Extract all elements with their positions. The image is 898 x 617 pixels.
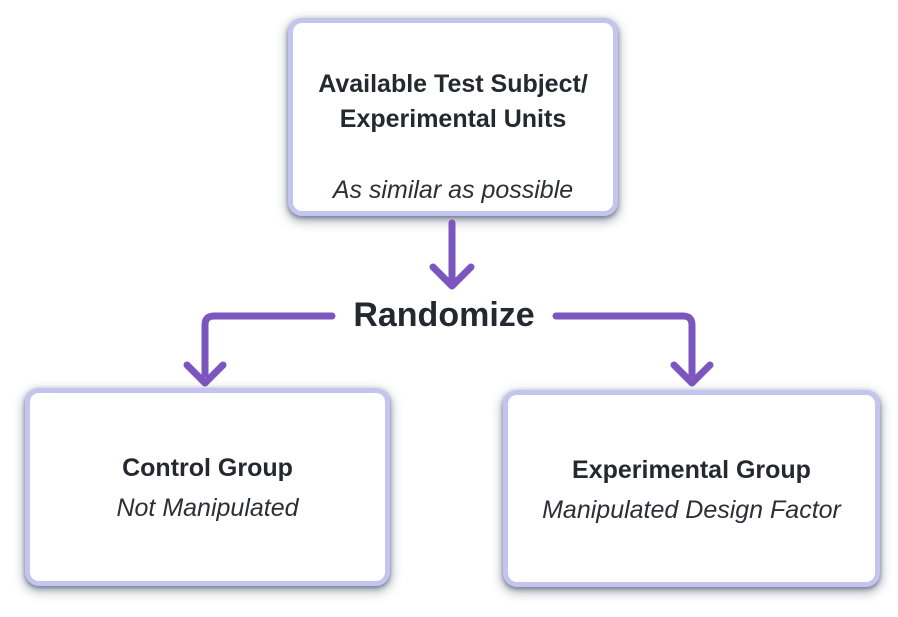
- control-group-box: Control Group Not Manipulated: [25, 388, 390, 586]
- control-group-title: Control Group: [122, 454, 293, 482]
- experimental-group-subtitle: Manipulated Design Factor: [542, 495, 841, 524]
- arrow-down-center-head-icon: [429, 263, 475, 290]
- available-units-title: Available Test Subject/ Experimental Uni…: [318, 70, 588, 133]
- experimental-group-title: Experimental Group: [572, 455, 811, 484]
- arrow-right-branch-shaft-icon: [552, 312, 696, 378]
- experimental-group-box: Experimental Group Manipulated Design Fa…: [503, 390, 880, 587]
- available-units-subtitle: As similar as possible: [332, 176, 574, 204]
- available-units-box: Available Test Subject/ Experimental Uni…: [288, 18, 618, 216]
- arrow-left-branch-head-icon: [183, 361, 227, 387]
- control-group-subtitle: Not Manipulated: [116, 494, 299, 522]
- arrow-right-branch-head-icon: [670, 361, 714, 387]
- randomize-label: Randomize: [353, 296, 535, 334]
- arrow-left-branch-shaft-icon: [201, 312, 336, 378]
